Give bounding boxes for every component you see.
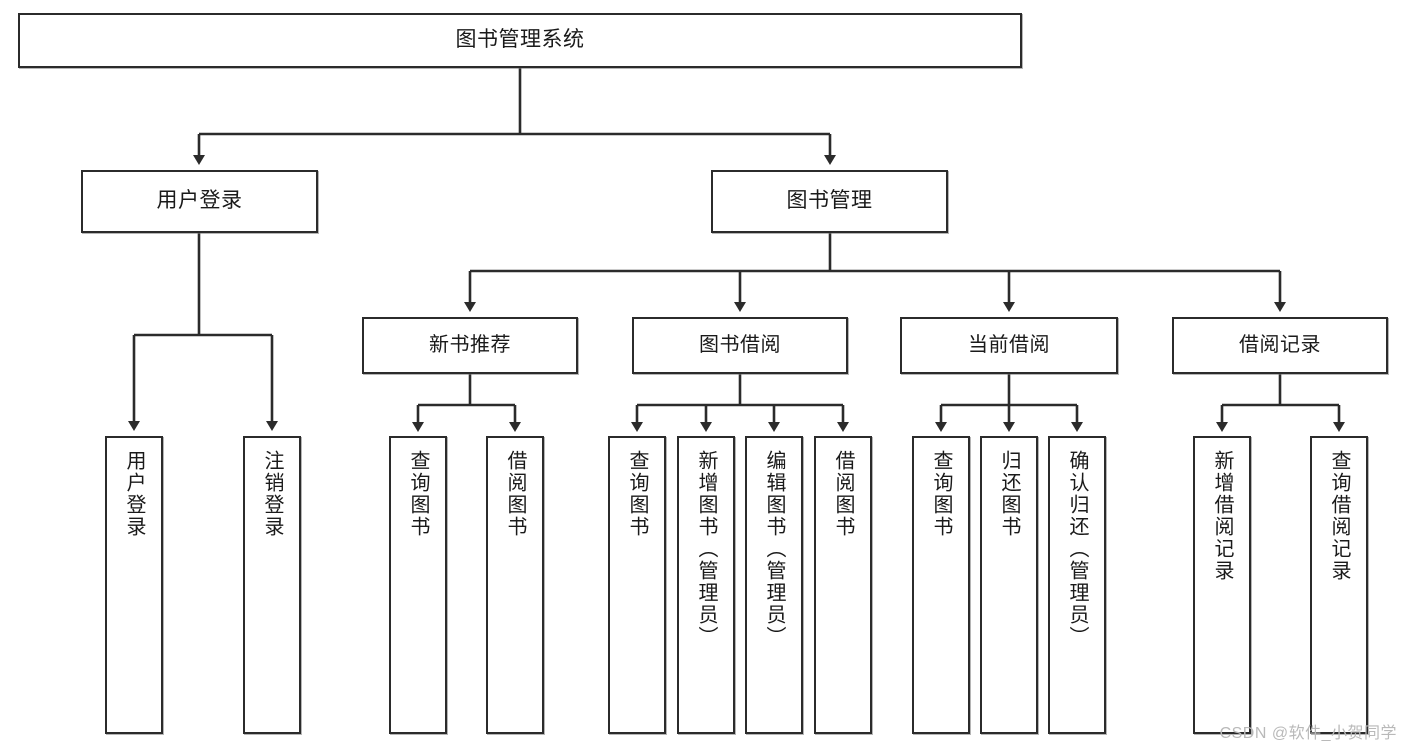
node-current-borrow-label: 当前借阅: [968, 333, 1050, 356]
leaf-new-book-query[interactable]: 查询图书: [389, 436, 447, 734]
watermark: CSDN @软件_小贺同学: [1219, 725, 1397, 742]
leaf-new-book-borrow[interactable]: 借阅图书: [486, 436, 544, 734]
node-book-management[interactable]: 图书管理: [711, 170, 948, 233]
leaf-borrow-add-book-label: 新增图书（管理员）: [695, 450, 717, 648]
leaf-borrow-borrow-book[interactable]: 借阅图书: [814, 436, 872, 734]
leaf-record-add[interactable]: 新增借阅记录: [1193, 436, 1251, 734]
leaf-user-login-signout[interactable]: 注销登录: [243, 436, 301, 734]
leaf-borrow-borrow-book-label: 借阅图书: [832, 450, 854, 538]
node-root-system[interactable]: 图书管理系统: [18, 13, 1022, 68]
leaf-current-return-book[interactable]: 归还图书: [980, 436, 1038, 734]
node-root-system-label: 图书管理系统: [455, 28, 585, 52]
leaf-user-login-signin-label: 用户登录: [123, 450, 145, 538]
node-borrow-record-label: 借阅记录: [1239, 333, 1321, 356]
leaf-current-query-book[interactable]: 查询图书: [912, 436, 970, 734]
node-book-management-label: 图书管理: [786, 189, 873, 213]
leaf-borrow-edit-book[interactable]: 编辑图书（管理员）: [745, 436, 803, 734]
leaf-user-login-signout-label: 注销登录: [261, 450, 283, 538]
node-user-login[interactable]: 用户登录: [81, 170, 318, 233]
leaf-record-add-label: 新增借阅记录: [1211, 450, 1233, 582]
leaf-borrow-edit-book-label: 编辑图书（管理员）: [763, 450, 785, 648]
leaf-borrow-query-book-label: 查询图书: [626, 450, 648, 538]
node-current-borrow[interactable]: 当前借阅: [900, 317, 1118, 374]
leaf-current-query-book-label: 查询图书: [930, 450, 952, 538]
leaf-current-confirm-return[interactable]: 确认归还（管理员）: [1048, 436, 1106, 734]
node-user-login-label: 用户登录: [156, 189, 243, 213]
leaf-new-book-query-label: 查询图书: [407, 450, 429, 538]
leaf-current-return-book-label: 归还图书: [998, 450, 1020, 538]
leaf-borrow-add-book[interactable]: 新增图书（管理员）: [677, 436, 735, 734]
leaf-record-query[interactable]: 查询借阅记录: [1310, 436, 1368, 734]
node-new-book-recommend[interactable]: 新书推荐: [362, 317, 578, 374]
node-borrow-record[interactable]: 借阅记录: [1172, 317, 1388, 374]
leaf-current-confirm-return-label: 确认归还（管理员）: [1066, 450, 1088, 648]
leaf-user-login-signin[interactable]: 用户登录: [105, 436, 163, 734]
leaf-record-query-label: 查询借阅记录: [1328, 450, 1350, 582]
node-book-borrow-label: 图书借阅: [699, 333, 781, 356]
node-new-book-recommend-label: 新书推荐: [429, 333, 511, 356]
node-book-borrow[interactable]: 图书借阅: [632, 317, 848, 374]
leaf-borrow-query-book[interactable]: 查询图书: [608, 436, 666, 734]
leaf-new-book-borrow-label: 借阅图书: [504, 450, 526, 538]
